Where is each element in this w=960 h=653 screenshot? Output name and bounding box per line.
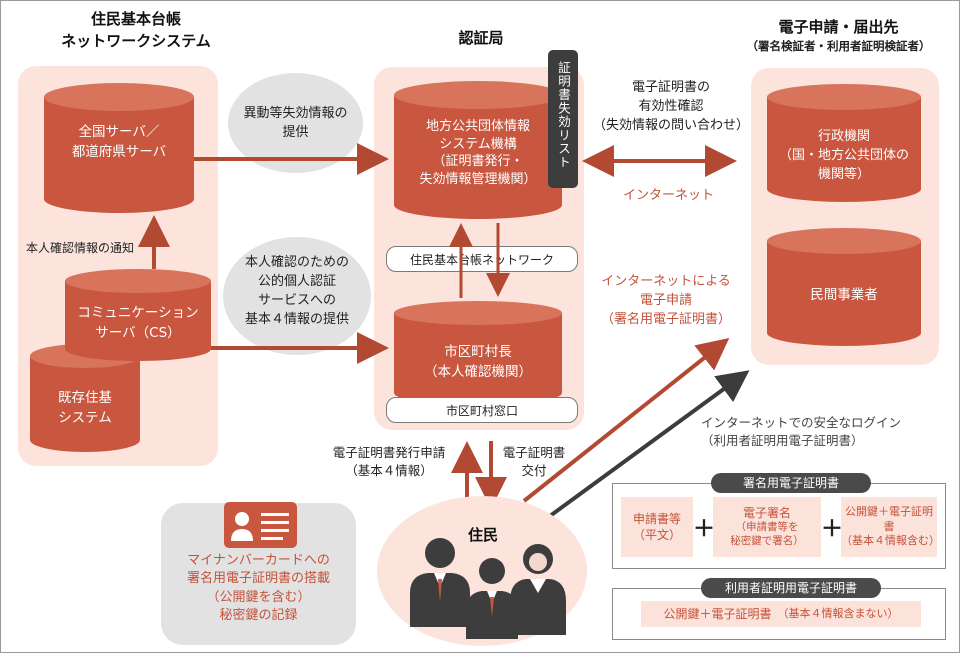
bubble-basic-info <box>223 237 371 355</box>
issue-request-label: 電子証明書発行申請 （基本４情報） <box>332 445 446 479</box>
mynumber-card-text: マイナンバーカードへの 署名用電子証明書の搭載 （公開鍵を含む） 秘密鍵の記録 <box>186 553 330 624</box>
cylinder-national-server <box>44 83 194 213</box>
title-e-application-recipients: 電子申請・届出先 <box>778 18 899 36</box>
communication-server-label: コミュニケーション サーバ（CS） <box>77 305 199 341</box>
legend-user-title: 利用者証明用電子証明書 <box>701 578 881 598</box>
digital-signature-sub: （申請書等を 秘密鍵で署名） <box>730 521 804 548</box>
juki-network-box: 住民基本台帳ネットワーク <box>386 246 578 272</box>
existing-system-label: 既存住基 システム <box>58 390 112 426</box>
secure-login-label: インターネットでの安全なログイン （利用者証明用電子証明書） <box>701 415 902 449</box>
cylinder-government <box>767 84 921 202</box>
revocation-list-label: 証明書失効リスト <box>556 61 571 169</box>
municipal-window-box: 市区町村窓口 <box>386 397 578 423</box>
revocation-list-tag <box>548 50 578 188</box>
cylinder-municipality <box>394 301 562 405</box>
government-label: 行政機関 （国・地方公共団体の 機関等） <box>778 129 909 182</box>
legend-signature-cell-digital-signature: 電子署名 （申請書等を 秘密鍵で署名） <box>713 497 821 557</box>
legend-signature-title: 署名用電子証明書 <box>711 473 871 493</box>
title-certification-authority: 認証局 <box>458 29 504 47</box>
notice-label: 本人確認情報の通知 <box>26 241 135 255</box>
residents-label: 住民 <box>467 526 498 544</box>
title-juki-network: 住民基本台帳 ネットワークシステム <box>61 10 211 50</box>
municipality-label: 市区町村長 （本人確認機関） <box>424 344 532 380</box>
bubble-revocation-info-text: 異動等失効情報の 提供 <box>243 106 348 140</box>
legend-plus-1: ＋ <box>693 517 716 542</box>
id-card-icon <box>224 502 297 548</box>
bubble-basic-info-text: 本人確認のための 公的個人認証 サービスへの 基本４情報の提供 <box>244 255 349 327</box>
title-verifiers: （署名検証者・利用者証明検証者） <box>746 39 931 53</box>
jlis-label: 地方公共団体情報 システム機構 （証明書発行・ 失効情報管理機関） <box>419 119 537 187</box>
cylinder-communication-server <box>65 269 211 361</box>
arrow-e-application <box>522 338 730 503</box>
residents-icon <box>410 538 566 639</box>
legend-user-cell-sub: （基本４情報含まない） <box>777 606 899 620</box>
cylinder-jlis <box>394 81 562 219</box>
private-business-label: 民間事業者 <box>810 287 878 303</box>
legend-signature-cell-document: 申請書等 （平文） <box>621 497 693 557</box>
issue-delivery-label: 電子証明書 交付 <box>502 445 566 479</box>
legend-signature-cell-public-key: 公開鍵＋電子証明書 （基本４情報含む） <box>841 497 940 557</box>
bubble-revocation-info <box>228 73 363 173</box>
digital-signature-title: 電子署名 <box>742 506 791 521</box>
legend-user-cell-main: 公開鍵＋電子証明書 <box>663 606 772 621</box>
internet-label: インターネット <box>622 188 714 203</box>
legend-user-cell: 公開鍵＋電子証明書 （基本４情報含まない） <box>641 601 921 627</box>
arrow-secure-login <box>537 370 750 526</box>
legend-plus-2: ＋ <box>821 517 844 542</box>
validity-check-label: 電子証明書の 有効性確認 （失効情報の問い合わせ） <box>592 80 749 133</box>
national-server-label: 全国サーバ／ 都道府県サーバ <box>71 124 167 160</box>
cylinder-private-business <box>767 228 921 346</box>
e-application-label: インターネットによる 電子申請 （署名用電子証明書） <box>600 274 731 327</box>
